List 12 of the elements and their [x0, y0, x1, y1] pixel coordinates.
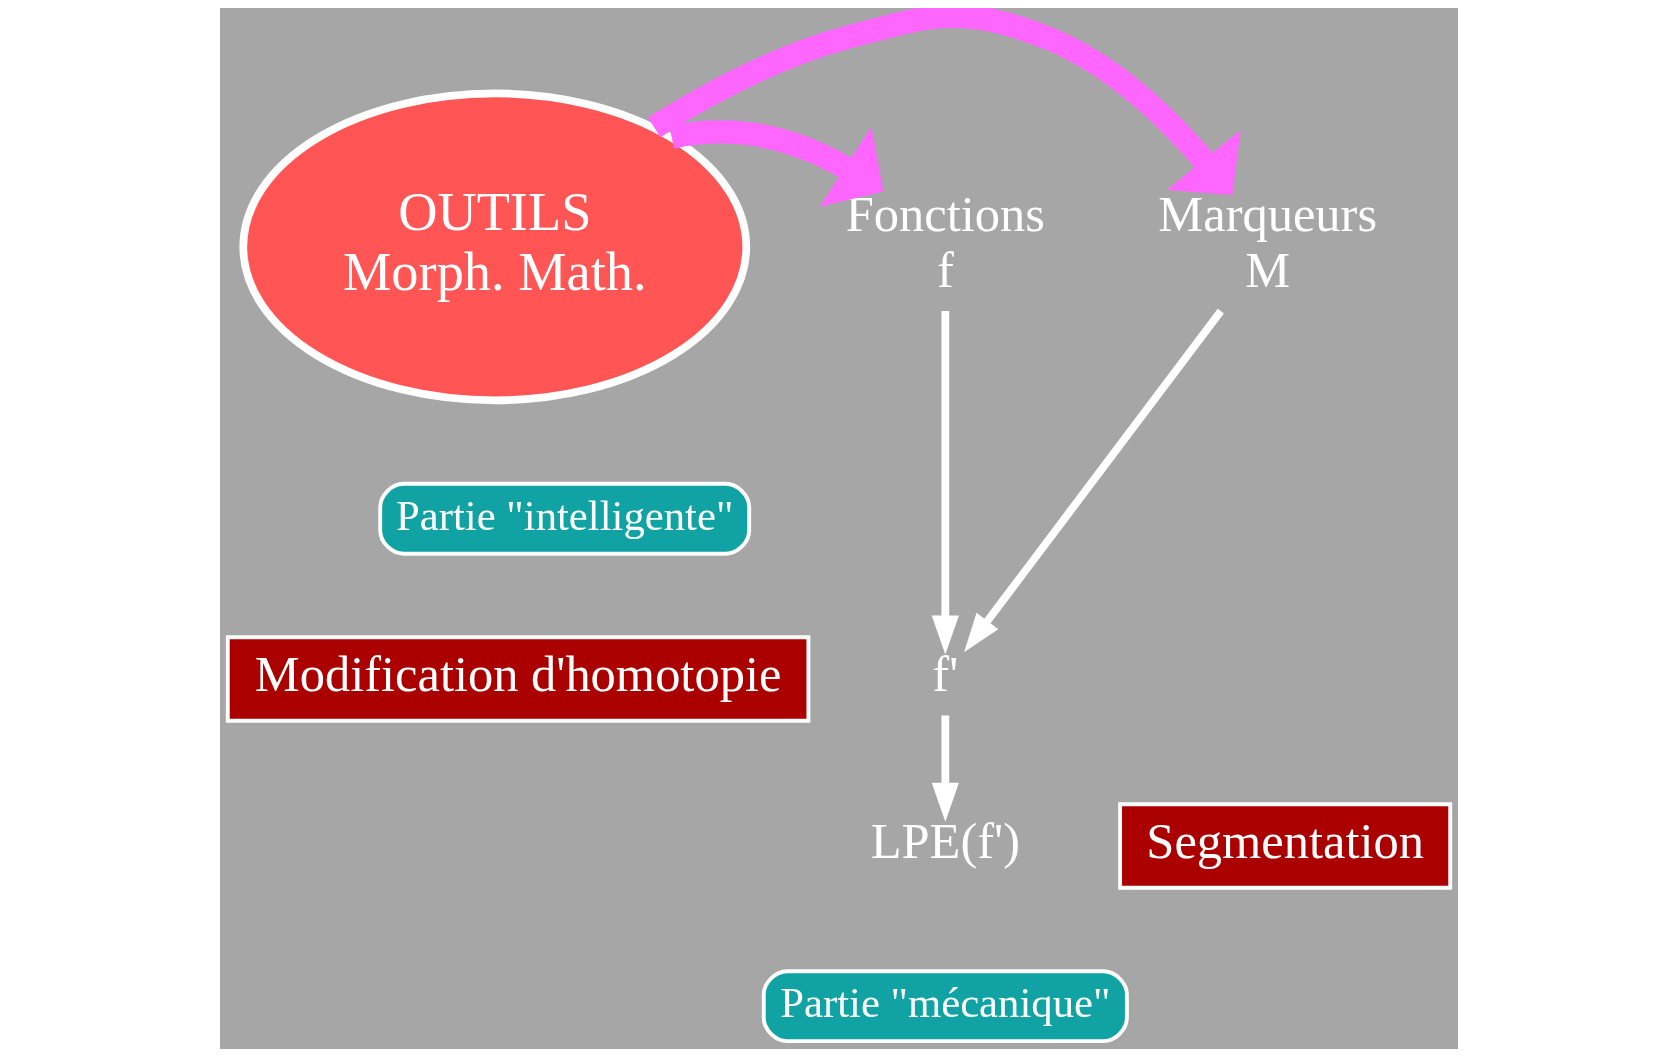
arrow: [669, 120, 883, 207]
node-box: Modification d'homotopie: [225, 635, 810, 723]
arrow: [647, 8, 1241, 196]
node-box: Segmentation: [1117, 802, 1452, 890]
node-text: f': [931, 646, 958, 703]
node-text: Marqueurs M: [1157, 185, 1377, 299]
node-text: Fonctions f: [845, 185, 1045, 299]
node-box: Partie "intelligente": [377, 481, 751, 556]
node-text: LPE(f'): [870, 813, 1020, 870]
node-ellipse: OUTILS Morph. Math.: [238, 89, 750, 405]
node-box: Partie "mécanique": [761, 969, 1129, 1044]
arrow: [963, 308, 1224, 653]
